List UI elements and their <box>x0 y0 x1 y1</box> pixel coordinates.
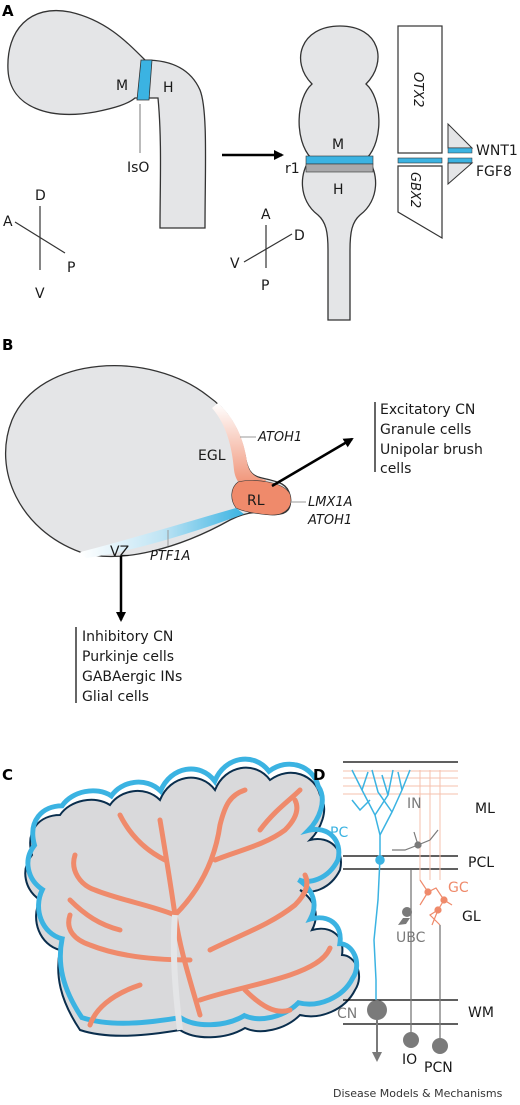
embryo-m-label: M <box>116 78 128 94</box>
wm-label: WM <box>468 1005 494 1021</box>
vz-label: VZ <box>110 544 129 560</box>
egl-strip <box>212 403 266 492</box>
unipolar-brush-cell <box>398 907 412 925</box>
fgf8-band <box>447 157 473 164</box>
rl-fate-2: Granule cells <box>380 422 471 438</box>
embryo-h-label: H <box>163 80 174 96</box>
pcn-label: PCN <box>424 1060 453 1076</box>
vz-fate-1: Inhibitory CN <box>82 629 173 645</box>
egl-label: EGL <box>198 448 226 464</box>
purkinje-cell <box>351 769 411 1000</box>
panel-b-label: B <box>2 336 13 354</box>
wnt1-band <box>447 147 473 154</box>
atoh1-bottom-label: ATOH1 <box>307 513 352 528</box>
rl-fate-4: cells <box>380 461 411 477</box>
axis-cross-1: D A P V <box>3 188 75 302</box>
journal-credit: Disease Models & Mechanisms <box>333 1087 503 1100</box>
layer-boundaries <box>343 761 458 1025</box>
axis2-a: A <box>261 207 271 223</box>
panel-d: D <box>313 761 495 1076</box>
isthmus-band <box>136 59 153 101</box>
lmx1a-label: LMX1A <box>308 495 353 510</box>
panel-c-label: C <box>2 766 13 784</box>
vz-fate-3: GABAergic INs <box>82 669 182 685</box>
axis2-d: D <box>294 228 305 244</box>
iso-label: IsO <box>127 160 149 176</box>
tube-h-label: H <box>333 182 344 198</box>
rl-fate-1: Excitatory CN <box>380 402 475 418</box>
gl-label: GL <box>462 909 481 925</box>
ptf1a-label: PTF1A <box>150 549 190 564</box>
gc-label: GC <box>448 880 469 896</box>
gbx2-domain <box>397 165 443 240</box>
otx2-gbx2-boundary <box>397 157 443 164</box>
io-label: IO <box>402 1052 417 1068</box>
ubc-label: UBC <box>396 930 426 946</box>
vz-fate-4: Glial cells <box>82 689 149 705</box>
adult-cerebellum <box>24 756 361 1039</box>
rl-fate-arrow <box>271 437 354 488</box>
axis2-p: P <box>261 278 269 294</box>
wnt1-gradient <box>447 122 474 149</box>
fgf8-gradient <box>447 162 474 186</box>
ventricular-zone <box>80 508 244 558</box>
inferior-olive <box>403 1032 419 1048</box>
gbx2-label: GBX2 <box>407 172 422 208</box>
axis1-v: V <box>35 286 45 302</box>
fgf8-label: FGF8 <box>476 164 512 180</box>
vz-fate-2: Purkinje cells <box>82 649 174 665</box>
otx2-label: OTX2 <box>410 72 425 107</box>
axis1-p: P <box>67 260 75 276</box>
axis1-d: D <box>35 188 46 204</box>
axis1-a: A <box>3 214 13 230</box>
cerebellar-nucleus <box>367 1000 387 1020</box>
panel-d-label: D <box>313 766 325 784</box>
tube-m-label: M <box>332 137 344 153</box>
pre-cerebellar-nucleus <box>432 1038 448 1054</box>
cn-label: CN <box>337 1006 357 1022</box>
atoh1-top-label: ATOH1 <box>257 430 302 445</box>
axis-cross-2: A D V P <box>230 207 305 294</box>
ml-label: ML <box>475 801 495 817</box>
tube-isthmus-band <box>305 155 374 165</box>
panel-a: A M H IsO D A P V M H r1 A <box>2 2 518 321</box>
r1-label: r1 <box>285 161 300 177</box>
pcl-label: PCL <box>468 855 494 871</box>
rhombic-lip <box>231 480 292 516</box>
embryo-neural-tube <box>7 9 207 229</box>
rl-label: RL <box>247 493 265 509</box>
wnt1-label: WNT1 <box>476 143 518 159</box>
pc-label: PC <box>330 825 348 841</box>
panel-a-label: A <box>2 2 14 20</box>
tube-r1-band <box>305 163 374 173</box>
otx2-domain <box>397 25 443 154</box>
panel-b: B EGL RL VZ ATOH1 LMX1A ATOH1 PTF1A Exci… <box>2 336 483 705</box>
interneuron <box>392 829 439 851</box>
in-label: IN <box>407 796 422 812</box>
axis2-v: V <box>230 256 240 272</box>
rl-fate-3: Unipolar brush <box>380 442 483 458</box>
panel-c: C <box>2 756 361 1039</box>
cerebellar-anlage <box>4 365 292 558</box>
granule-cells <box>419 879 453 926</box>
straight-neural-tube <box>298 25 380 321</box>
granule-axons <box>419 770 441 880</box>
